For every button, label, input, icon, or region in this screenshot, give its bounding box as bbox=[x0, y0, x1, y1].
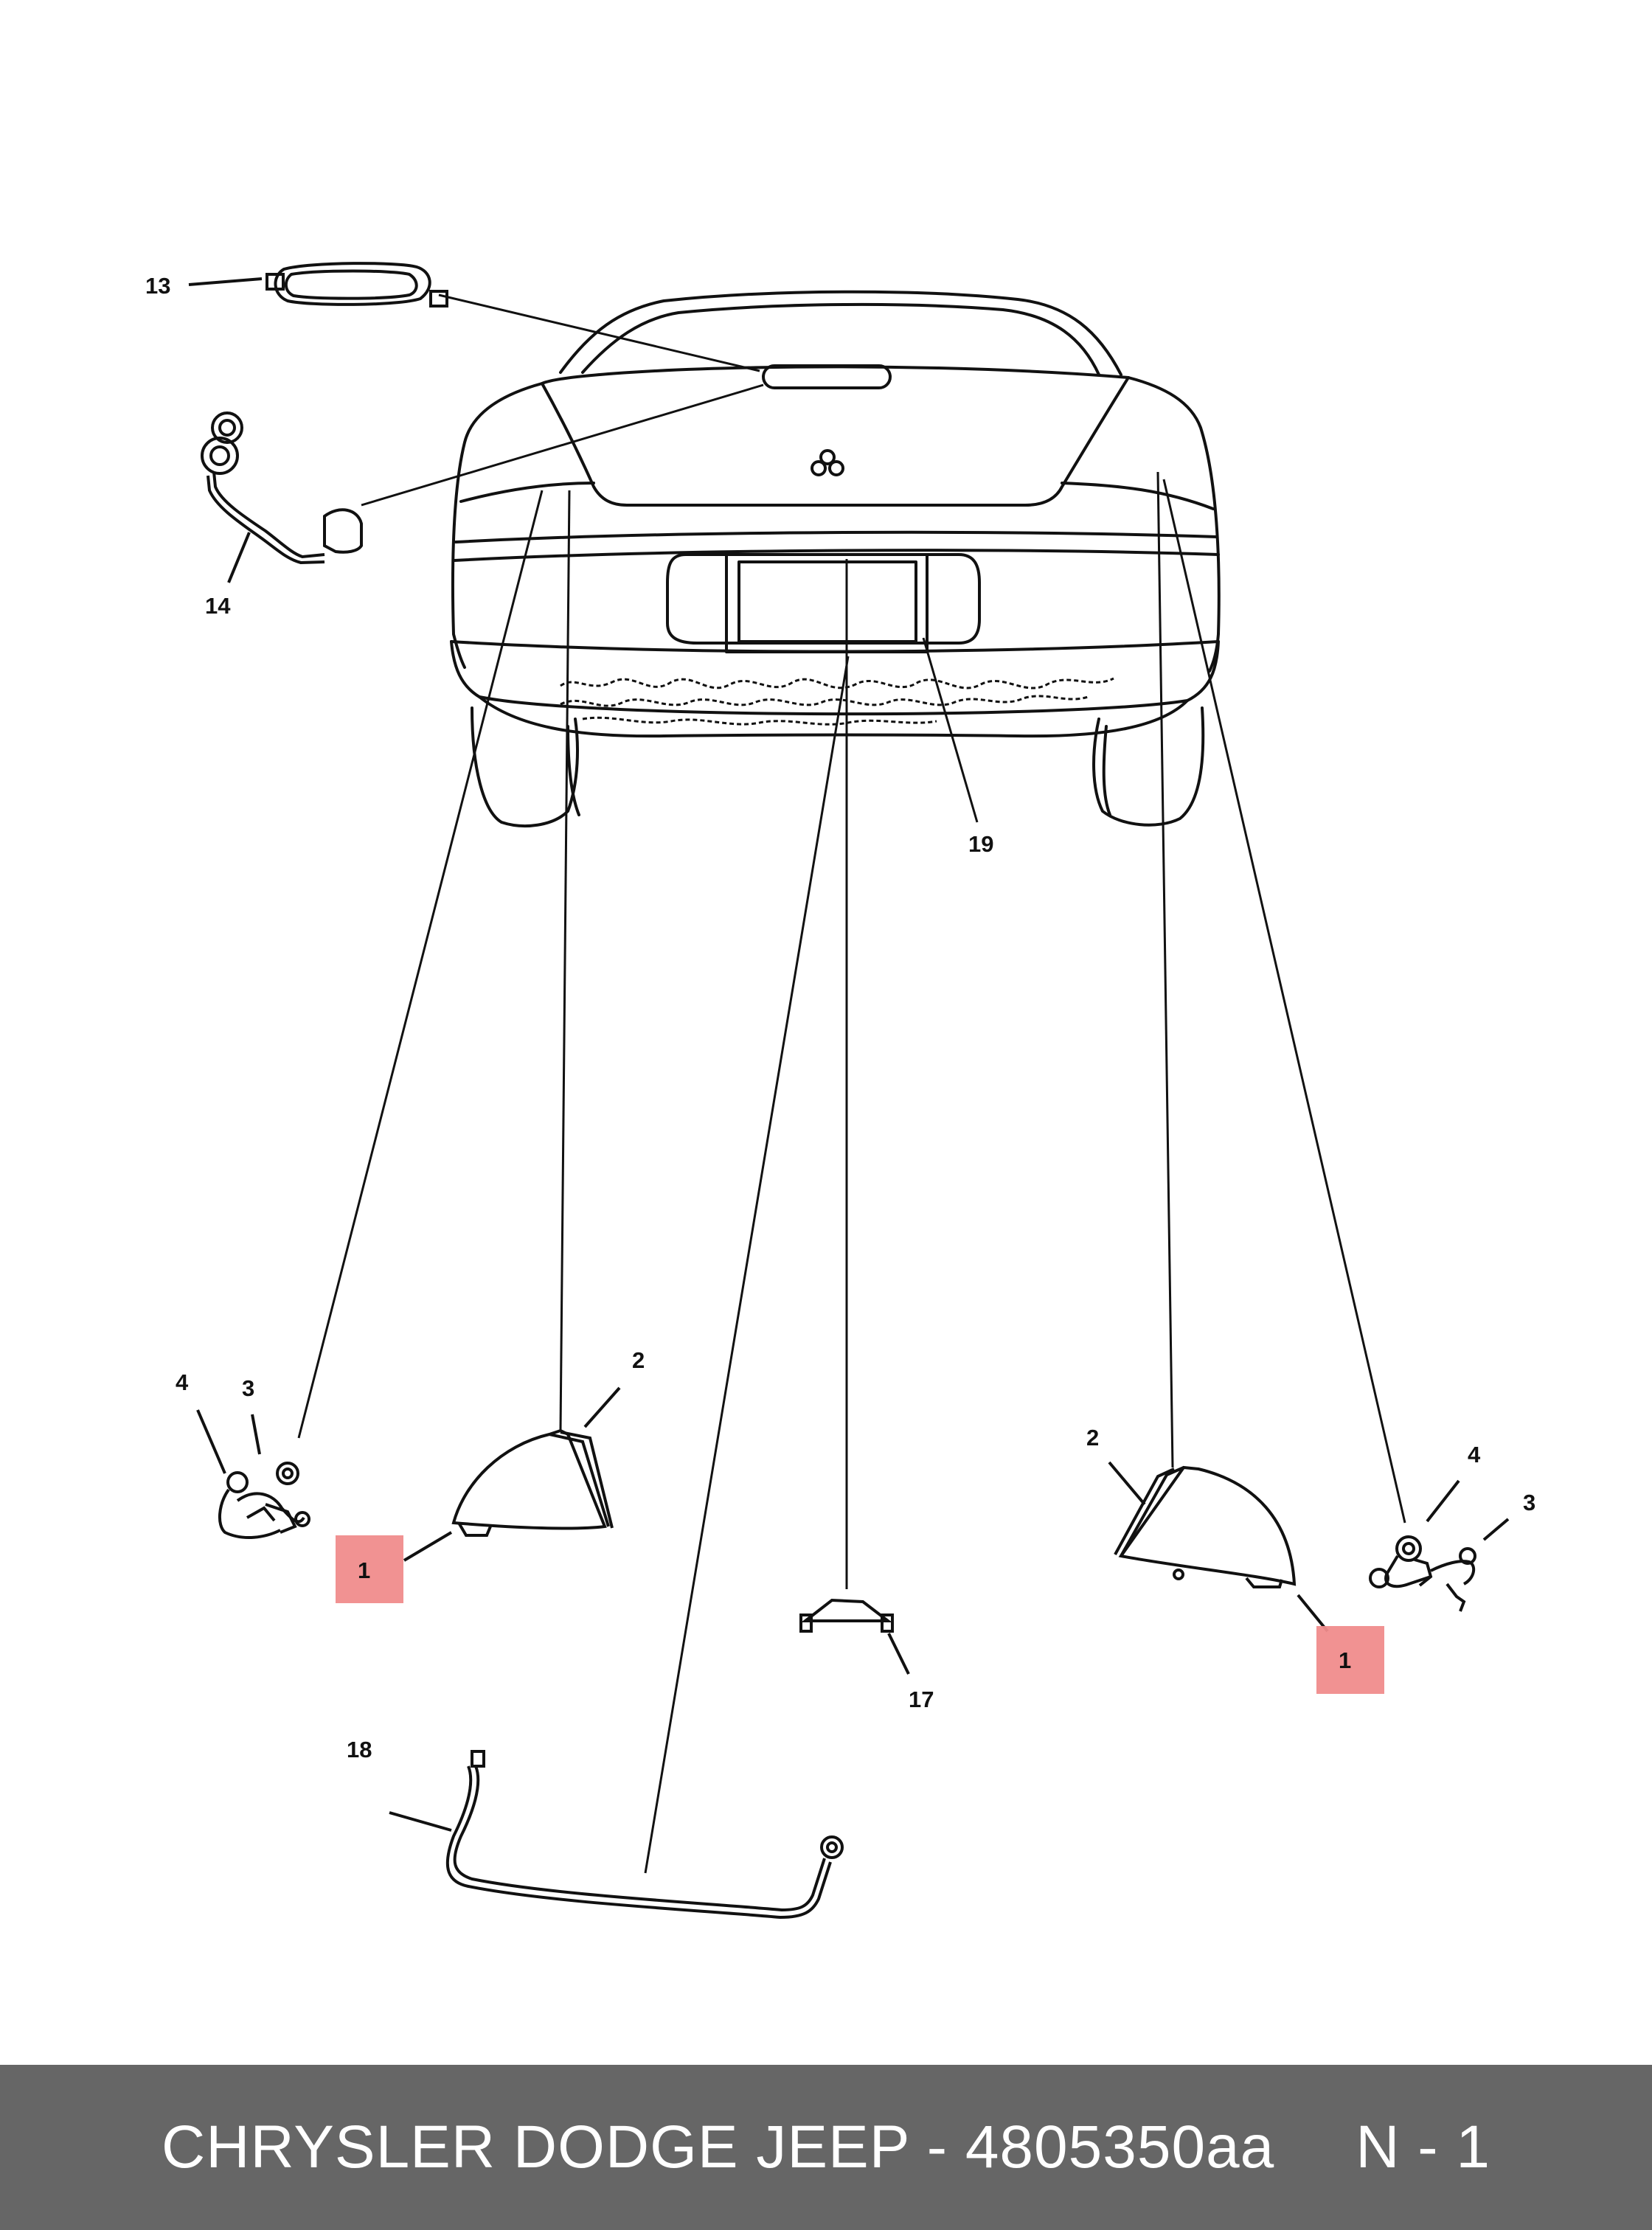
part-18-wire-harness bbox=[389, 1750, 844, 1920]
part-17-license-lamp bbox=[799, 1598, 910, 1675]
callout-4-left: 4 bbox=[176, 1369, 189, 1395]
callout-2-left: 2 bbox=[632, 1347, 645, 1373]
part-3-4-left-socket bbox=[196, 1409, 310, 1539]
part-14-socket-wire bbox=[201, 411, 363, 583]
bumper-lettering bbox=[560, 677, 1114, 726]
callout-13: 13 bbox=[145, 273, 170, 299]
callout-18: 18 bbox=[347, 1737, 372, 1762]
callout-1-left: 1 bbox=[358, 1557, 370, 1583]
part-2-left-tail-lamp bbox=[403, 1386, 621, 1562]
footer-part-text: CHRYSLER DODGE JEEP - 4805350aa bbox=[162, 2113, 1275, 2181]
callout-4-right: 4 bbox=[1468, 1442, 1481, 1467]
footer-page-text: N - 1 bbox=[1356, 2113, 1490, 2181]
leader-lines bbox=[297, 293, 1406, 1874]
callout-3-left: 3 bbox=[242, 1375, 254, 1401]
footer-bar: CHRYSLER DODGE JEEP - 4805350aa N - 1 bbox=[0, 2065, 1652, 2230]
part-3-4-right-socket bbox=[1369, 1479, 1510, 1612]
callout-2-right: 2 bbox=[1086, 1425, 1099, 1451]
callout-17: 17 bbox=[909, 1687, 934, 1712]
parts-diagram: 13 14 19 4 3 2 1 2 4 3 1 17 18 bbox=[145, 262, 1535, 1920]
callout-19: 19 bbox=[968, 831, 993, 857]
part-2-right-tail-lamp bbox=[1108, 1461, 1329, 1633]
part-13-brake-lamp bbox=[188, 262, 448, 308]
car-rear-view bbox=[450, 290, 1221, 827]
callout-3-right: 3 bbox=[1523, 1490, 1535, 1515]
highlight-right bbox=[1316, 1626, 1384, 1694]
callout-1-right: 1 bbox=[1339, 1647, 1351, 1673]
highlight-left bbox=[336, 1535, 403, 1603]
callout-14: 14 bbox=[205, 593, 231, 619]
